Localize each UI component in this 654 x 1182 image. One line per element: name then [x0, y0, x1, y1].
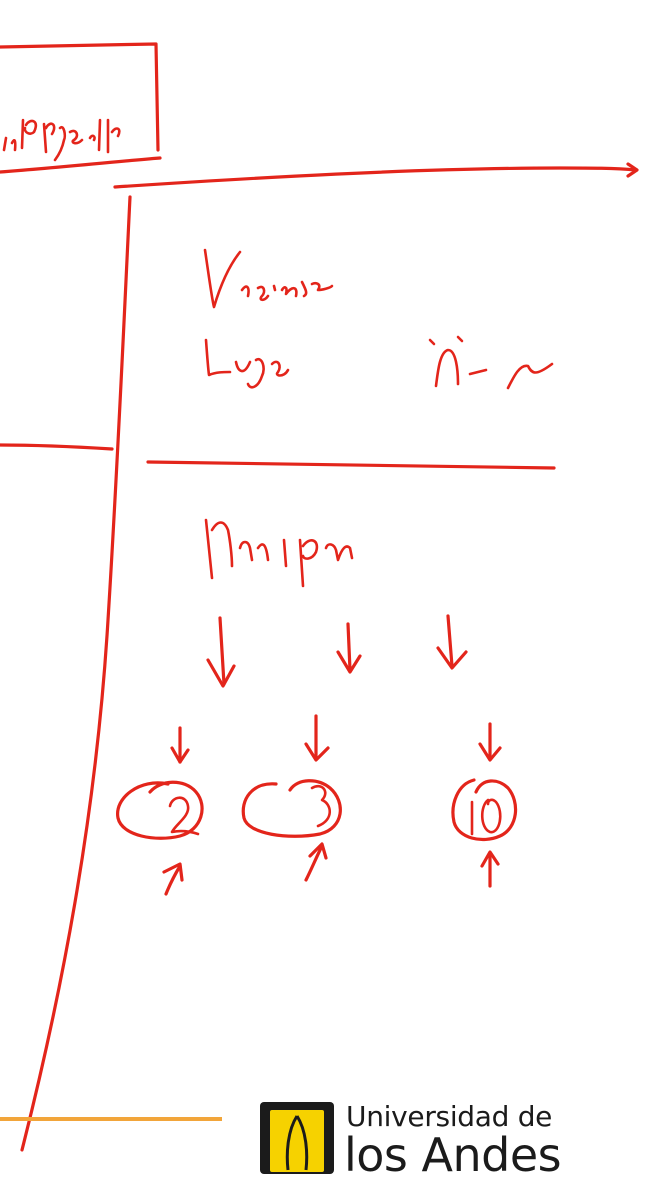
university-logo: Universidad de los Andes: [260, 1100, 654, 1180]
circled-number-2: [116, 780, 204, 840]
circled-number-3: [241, 779, 342, 838]
handwriting-middle: [204, 518, 354, 588]
arrows-row-2: [170, 714, 502, 764]
arrows-row-3: [162, 842, 500, 896]
axis-lines: [0, 162, 639, 1152]
circled-number-10: [451, 778, 518, 842]
logo-shield-inner: [270, 1110, 324, 1172]
section-divider: [146, 460, 556, 470]
handwriting-upper: [203, 248, 554, 390]
footer-rule: [0, 1117, 222, 1121]
logo-arch-icon: [285, 1115, 309, 1171]
title-box: [0, 42, 162, 174]
logo-shield-icon: [260, 1102, 334, 1174]
logo-text-line2: los Andes: [344, 1128, 562, 1182]
arrows-row-1: [206, 614, 468, 688]
logo-text-line1: Universidad de: [346, 1100, 553, 1133]
